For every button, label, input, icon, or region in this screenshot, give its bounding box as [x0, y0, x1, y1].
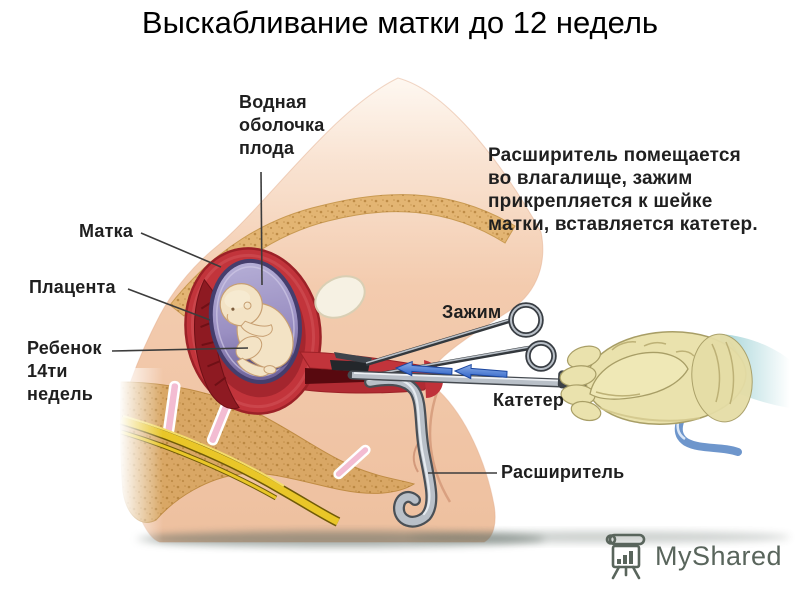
- myshared-logo-icon: [605, 533, 646, 580]
- flow-arrows: [394, 360, 508, 380]
- edge-fade: [119, 368, 163, 550]
- bladder: [314, 275, 366, 319]
- leader-line-placenta: [127, 288, 211, 321]
- fetus-arm: [240, 320, 273, 337]
- ground-shadow: [135, 531, 790, 547]
- arrow-left-2: [453, 363, 508, 380]
- slide-title: Выскабливание матки до 12 недель: [141, 5, 659, 40]
- procedure-note: Расширитель помещается во влагалище, заж…: [488, 145, 758, 235]
- glove-thumb: [589, 351, 689, 400]
- myshared-watermark: MyShared: [604, 532, 782, 580]
- leader-line-uterus: [140, 232, 222, 268]
- label-dilator: Расширитель: [501, 462, 625, 482]
- label-uterus: Матка: [79, 221, 134, 241]
- arrow-left-1: [394, 360, 453, 377]
- clamp-instrument: [330, 302, 557, 379]
- label-amniotic-sac: Водная оболочка плода: [239, 92, 325, 158]
- leader-line-amniotic-sac: [260, 171, 263, 286]
- label-clamp: Зажим: [442, 302, 502, 322]
- fetus-knee: [235, 336, 263, 360]
- leader-line-fetus: [111, 347, 249, 352]
- label-fetus: Ребенок 14ти недель: [27, 338, 102, 404]
- uterus: [184, 247, 322, 415]
- myshared-logo-text: MyShared: [655, 540, 783, 571]
- leader-lines: [111, 171, 497, 474]
- label-placenta: Плацента: [29, 277, 116, 297]
- gloved-hand: [559, 331, 790, 456]
- label-catheter: Катетер: [493, 390, 565, 410]
- glove-fingers: [559, 345, 602, 422]
